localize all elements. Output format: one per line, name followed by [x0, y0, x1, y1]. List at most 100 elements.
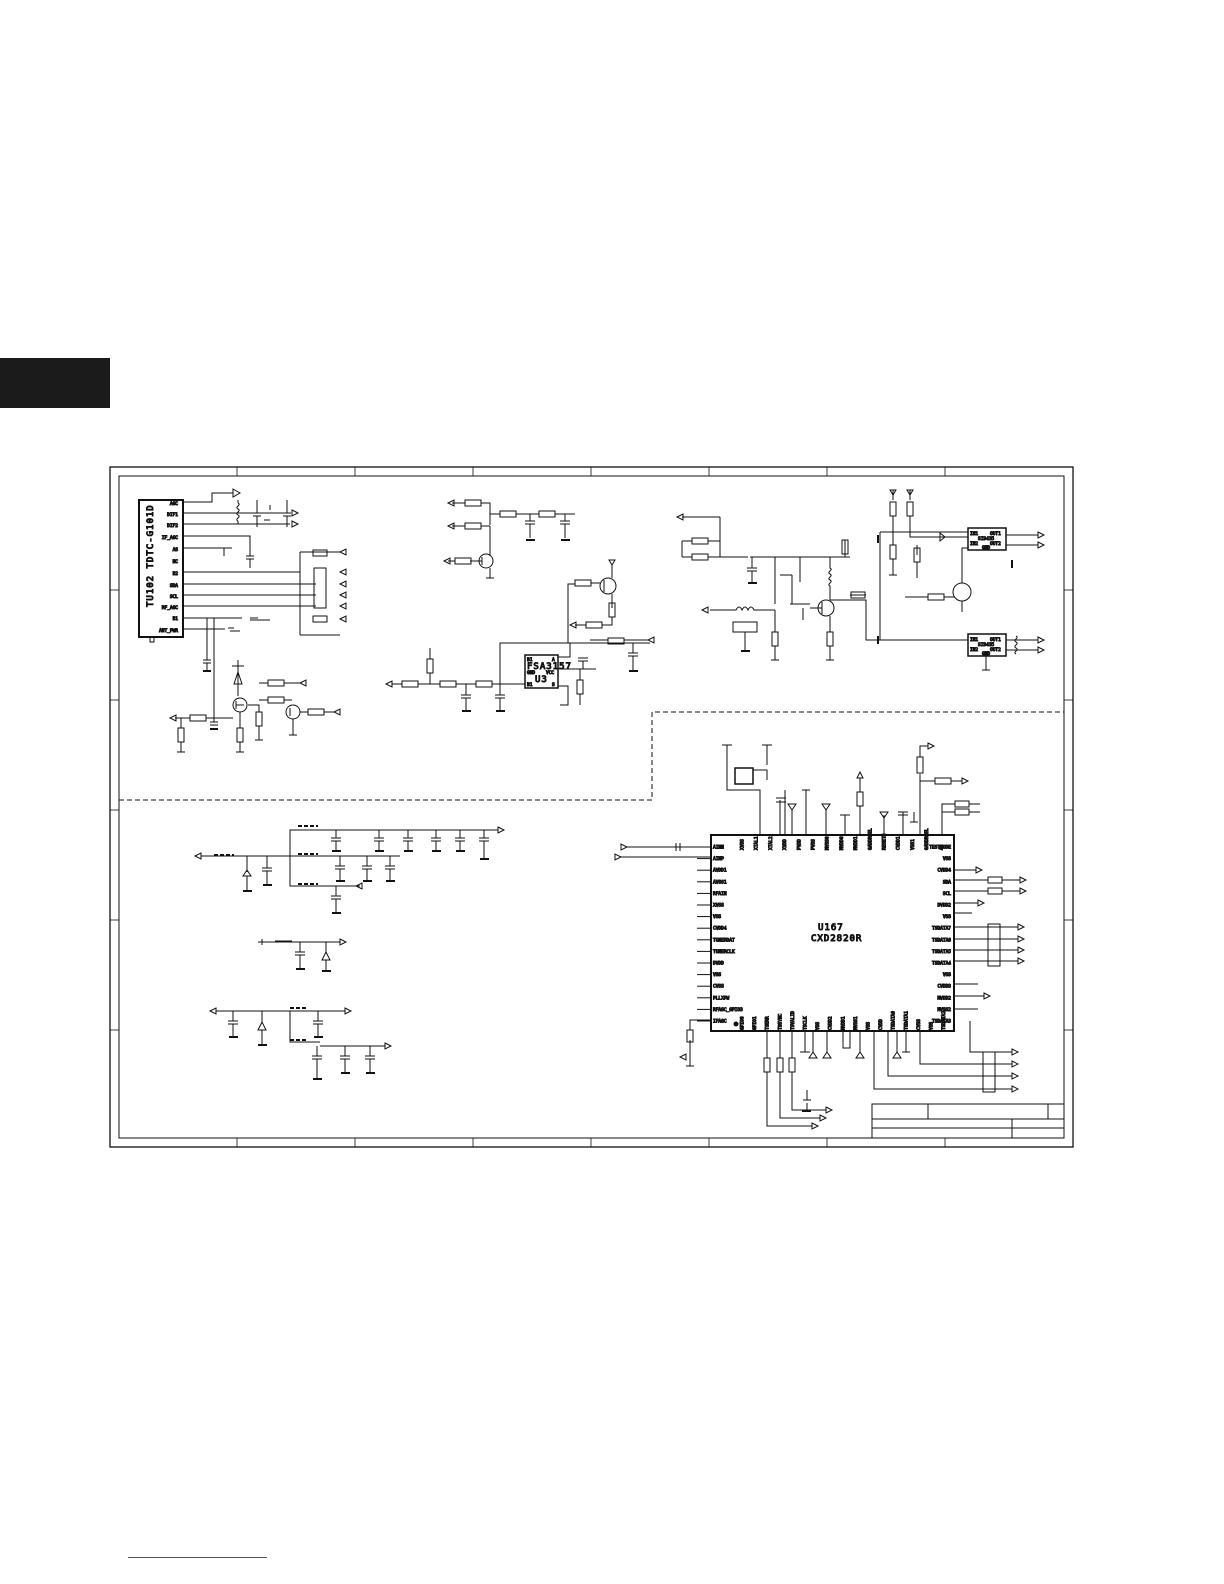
demod-pin-top: VSS1: [910, 839, 916, 850]
reg-pin: GND: [982, 651, 990, 657]
demod-pin-left: TUNERCLK: [713, 949, 735, 955]
demod-pin-bottom: TSCLK: [803, 1016, 809, 1030]
demod-pin-bottom: TSDATA2: [941, 1011, 947, 1030]
switch-block: B1 A FSA3157 GND VCC U3 B1 S: [384, 499, 655, 710]
demod-pin-left: IFAGC: [713, 1019, 727, 1025]
demod-pin-left: CVDD4: [713, 926, 727, 932]
tuner-pin-label: IF_AGC: [162, 535, 179, 541]
u3-pin: GND: [527, 670, 535, 676]
demod-pin-right: CVDD3: [937, 984, 951, 990]
demod-pin-left: RFAIN: [713, 891, 727, 897]
demod-pin-bottom: VSS: [815, 1022, 821, 1030]
u3-pin: B1: [527, 682, 533, 688]
demod-pin-left: XVSS: [713, 903, 724, 909]
demod-pin-top: XVDD: [782, 839, 788, 850]
demod-pin-top: MVSS0: [825, 836, 831, 850]
demod-pin-right: VSS: [943, 972, 951, 978]
u3-pin: B1: [527, 657, 533, 663]
demod-pin-top: GADDRSEL: [924, 828, 930, 850]
u3-ref: U3: [535, 675, 548, 685]
section-tab: [0, 358, 110, 408]
u3-part: FSA3157: [527, 662, 572, 672]
demod-pin-right: DVDD2: [937, 903, 951, 909]
demod-pin-top: MVDD0: [839, 836, 845, 850]
tuner-pin-label: B1: [173, 616, 179, 622]
demod-pin-right: SDA: [943, 879, 951, 885]
demod-pin-right: TSDATA3: [932, 1019, 951, 1025]
drawing-frame: [109, 466, 1074, 1148]
reg-pin: IN2: [970, 541, 978, 547]
if-amp-block: IN1 OUT1 SI9435 IN2 OUT2 GND IN1 OUT1 SI…: [675, 489, 1046, 671]
demod-pin-bottom: CVDD2: [828, 1016, 834, 1030]
reg-part: SI9435: [978, 642, 995, 648]
tuner-pin-label: SCL: [170, 594, 178, 600]
ground-bars: [203, 535, 1013, 1112]
demod-pin-top: MVDD1: [853, 836, 859, 850]
demod-pin-top: PVSS: [811, 839, 817, 850]
demod-pin-left: VSS: [713, 972, 721, 978]
u3-pin: A: [552, 657, 555, 663]
u3-pin: VCC: [546, 670, 554, 676]
demod-pin-right: MVSS2: [937, 1007, 951, 1013]
demod-pin-bottom: GPIO1: [752, 1016, 758, 1030]
tuner-pin-label: ANT_PWR: [159, 628, 178, 634]
reg-pin: OUT1: [990, 637, 1001, 643]
demod-pin-bottom: VSS: [929, 1022, 935, 1030]
demod-pin-right: TSDATA7: [932, 926, 951, 932]
demod-pin-top: RESETN: [882, 833, 888, 850]
demod-pin-bottom: TSDATA0: [891, 1011, 897, 1030]
tuner-pin-label: NC: [173, 559, 179, 565]
demod-pin-top: XTAL1: [754, 836, 760, 850]
demod-pin-left: DVDD: [713, 961, 724, 967]
demod-pin-right: TSDATA5: [932, 949, 951, 955]
demod-pin-bottom: CVDD: [878, 1019, 884, 1030]
demod-pin-bottom: TSSYNC: [777, 1013, 783, 1030]
demod-pin-right: VSS: [943, 914, 951, 920]
reg-pin: OUT2: [990, 647, 1001, 653]
tuner-pin-label: DIF2: [167, 523, 178, 529]
demod-pin-right: VSS: [943, 856, 951, 862]
tuner-pin-label: RF_AGC: [162, 605, 179, 611]
reg-pin: OUT1: [990, 531, 1001, 537]
demod-pin-bottom: CVSS: [916, 1019, 922, 1030]
demod-pin-left: AINP: [713, 856, 724, 862]
demod-pin-left: AINN: [713, 845, 724, 851]
demod-pin-left: VSS: [713, 914, 721, 920]
tuner-pin-label: AS: [173, 547, 179, 553]
tuner-pin-label: DIF1: [167, 512, 178, 518]
demod-part: CXD2820R: [811, 934, 862, 944]
reg-pin: IN1: [970, 637, 978, 643]
tuner-label: TU102 TDTC-G101D: [146, 504, 156, 607]
demod-pin-bottom: TSDATA1: [903, 1011, 909, 1030]
demod-pin-right: TSDATA4: [932, 961, 951, 967]
demod-pin-right: TSDATA6: [932, 937, 951, 943]
demod-wiring: [614, 742, 1028, 1130]
demod-pin-top: CVDD1: [896, 836, 902, 850]
power-blocks: [193, 825, 506, 1078]
demod-pin-bottom: VSS: [866, 1022, 872, 1030]
demod-pin-right: TESTMODE: [929, 845, 951, 851]
demod-pin-bottom: MVSS1: [853, 1016, 859, 1030]
reg-pin: OUT2: [990, 541, 1001, 547]
demod-pin-right: SCL: [943, 891, 951, 897]
tuner-pin-label: SDA: [170, 583, 178, 589]
demod-pin-bottom: MVDD1: [840, 1016, 846, 1030]
demod-pin-top: PVDD: [796, 839, 802, 850]
demod-pin-bottom: TSERR: [765, 1016, 771, 1030]
reg-pin: GND: [982, 545, 990, 551]
reg-part: SI9435: [978, 536, 995, 542]
demod-pin-right: CVDD4: [937, 868, 951, 874]
demod-ref: U167: [818, 923, 844, 933]
tuner-pin-label: B2: [173, 571, 179, 577]
reg-pin: IN1: [970, 531, 978, 537]
demod-pin-top: XVSS: [740, 839, 746, 850]
demod-pin-left: CVSS: [713, 984, 724, 990]
demod-pin-top: GADDRSEL: [867, 828, 873, 850]
demod-pin-left: PLLXPW: [713, 995, 730, 1001]
tuner-wiring: [168, 488, 347, 753]
demod-pin-left: RFAGC_GPIO3: [713, 1007, 743, 1013]
demod-pin-bottom: TSVALID: [790, 1011, 796, 1030]
block-boundary: [119, 711, 1064, 801]
demod-pin-left: AVSS1: [713, 879, 727, 885]
